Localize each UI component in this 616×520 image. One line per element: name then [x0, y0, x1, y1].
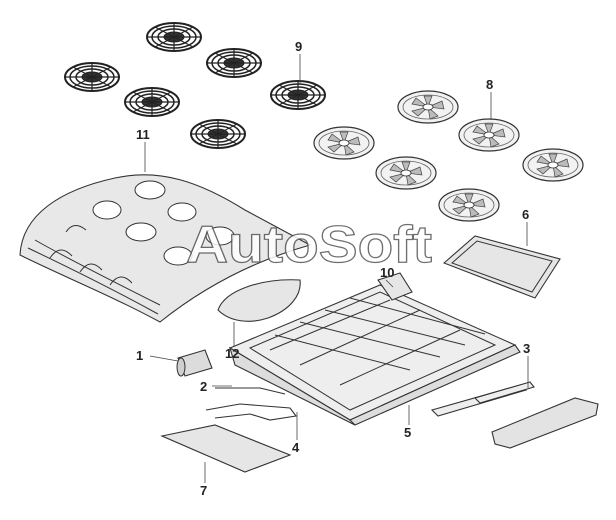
frame-part-5 — [228, 284, 521, 426]
callout-1: 1 — [136, 348, 143, 363]
callout-12: 12 — [225, 346, 239, 361]
rod-part-2 — [215, 387, 286, 395]
grille-group-part-9 — [64, 22, 326, 149]
grille-3 — [64, 62, 120, 92]
callout-11: 11 — [136, 127, 150, 142]
fan-4 — [522, 148, 584, 182]
bracket-part-10 — [377, 272, 413, 301]
fan-3 — [313, 126, 375, 160]
callout-7: 7 — [200, 483, 207, 498]
grille-1 — [146, 22, 202, 52]
fan-1 — [397, 90, 459, 124]
callout-2: 2 — [200, 379, 207, 394]
grille-5 — [270, 80, 326, 110]
watermark: AutoSoft — [186, 216, 432, 274]
grille-6 — [190, 119, 246, 149]
fan-group-part-8 — [313, 90, 584, 222]
fan-2 — [458, 118, 520, 152]
mat-part-7 — [160, 424, 292, 473]
wire-part-4 — [205, 403, 297, 421]
fan-5 — [375, 156, 437, 190]
leader-1 — [149, 355, 179, 362]
grille-4 — [124, 87, 180, 117]
grille-2 — [206, 48, 262, 78]
cylinder-part-1 — [176, 349, 213, 377]
leader-lines — [144, 54, 529, 483]
leader-10 — [385, 279, 394, 288]
callout-6: 6 — [522, 207, 529, 222]
callout-9: 9 — [295, 39, 302, 54]
panel-part-6 — [442, 235, 561, 299]
callout-5: 5 — [404, 425, 411, 440]
roof-cover-part-11 — [19, 174, 312, 323]
callout-3: 3 — [523, 341, 530, 356]
fan-6 — [438, 188, 500, 222]
callout-8: 8 — [486, 77, 493, 92]
callout-4: 4 — [292, 440, 300, 455]
cushion-part-12 — [217, 279, 301, 322]
callout-10: 10 — [380, 265, 394, 280]
rods-trim-part-3 — [430, 381, 599, 449]
